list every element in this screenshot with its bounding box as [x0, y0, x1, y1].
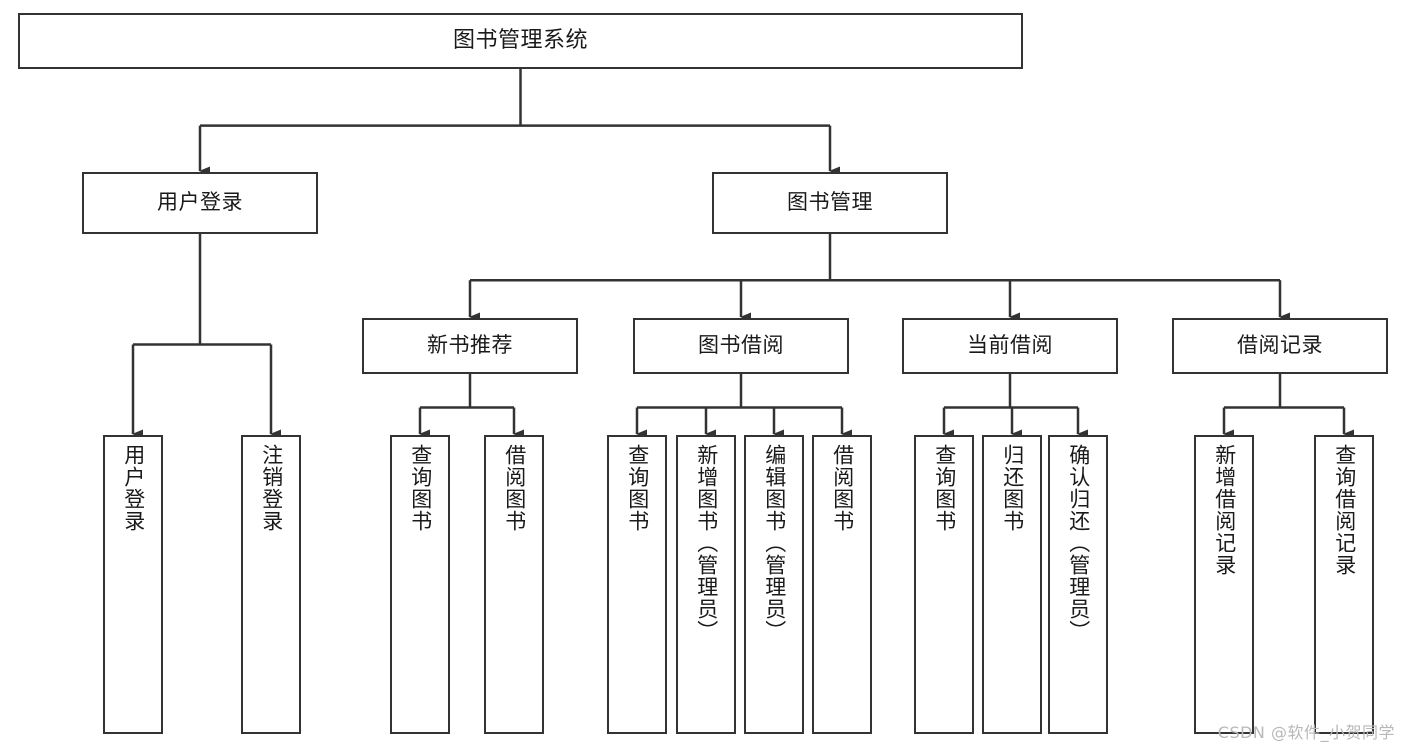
node-current-borrow[interactable]: 当前借阅 — [902, 318, 1118, 374]
node-book-borrow-label: 图书借阅 — [698, 333, 784, 358]
node-current-borrow-label: 当前借阅 — [967, 333, 1053, 358]
leaf-user-login-label: 用户登录 — [121, 444, 146, 532]
leaf-user-login[interactable]: 用户登录 — [103, 435, 163, 734]
leaf-newbook-borrow-book-label: 借阅图书 — [502, 444, 527, 532]
node-new-book-recommend-label: 新书推荐 — [427, 333, 513, 358]
leaf-borrow-query-book-label: 查询图书 — [625, 444, 650, 532]
node-user-login[interactable]: 用户登录 — [82, 172, 318, 234]
leaf-borrow-borrow-book[interactable]: 借阅图书 — [812, 435, 872, 734]
leaf-borrow-edit-book-label: 编辑图书（管理员） — [762, 444, 787, 642]
leaf-borrow-add-book[interactable]: 新增图书（管理员） — [676, 435, 736, 734]
leaf-current-confirm-return[interactable]: 确认归还（管理员） — [1048, 435, 1108, 734]
leaf-record-add[interactable]: 新增借阅记录 — [1194, 435, 1254, 734]
node-new-book-recommend[interactable]: 新书推荐 — [362, 318, 578, 374]
node-root[interactable]: 图书管理系统 — [18, 13, 1023, 69]
node-book-borrow[interactable]: 图书借阅 — [633, 318, 849, 374]
node-borrow-record[interactable]: 借阅记录 — [1172, 318, 1388, 374]
leaf-borrow-add-book-label: 新增图书（管理员） — [694, 444, 719, 642]
leaf-current-return-book[interactable]: 归还图书 — [982, 435, 1042, 734]
leaf-record-query-label: 查询借阅记录 — [1332, 444, 1357, 576]
leaf-logout[interactable]: 注销登录 — [241, 435, 301, 734]
node-book-manage[interactable]: 图书管理 — [712, 172, 948, 234]
leaf-newbook-query-book[interactable]: 查询图书 — [390, 435, 450, 734]
leaf-current-query-book[interactable]: 查询图书 — [914, 435, 974, 734]
leaf-record-add-label: 新增借阅记录 — [1212, 444, 1237, 576]
node-book-manage-label: 图书管理 — [787, 190, 873, 215]
node-user-login-label: 用户登录 — [157, 190, 243, 215]
leaf-borrow-borrow-book-label: 借阅图书 — [830, 444, 855, 532]
node-borrow-record-label: 借阅记录 — [1237, 333, 1323, 358]
leaf-current-query-book-label: 查询图书 — [932, 444, 957, 532]
leaf-record-query[interactable]: 查询借阅记录 — [1314, 435, 1374, 734]
leaf-newbook-borrow-book[interactable]: 借阅图书 — [484, 435, 544, 734]
leaf-borrow-query-book[interactable]: 查询图书 — [607, 435, 667, 734]
leaf-current-return-book-label: 归还图书 — [1000, 444, 1025, 532]
node-root-label: 图书管理系统 — [452, 27, 588, 53]
leaf-logout-label: 注销登录 — [259, 444, 284, 532]
watermark: CSDN @软件_小贺同学 — [1217, 723, 1395, 742]
leaf-newbook-query-book-label: 查询图书 — [408, 444, 433, 532]
leaf-borrow-edit-book[interactable]: 编辑图书（管理员） — [744, 435, 804, 734]
leaf-current-confirm-return-label: 确认归还（管理员） — [1066, 444, 1091, 642]
